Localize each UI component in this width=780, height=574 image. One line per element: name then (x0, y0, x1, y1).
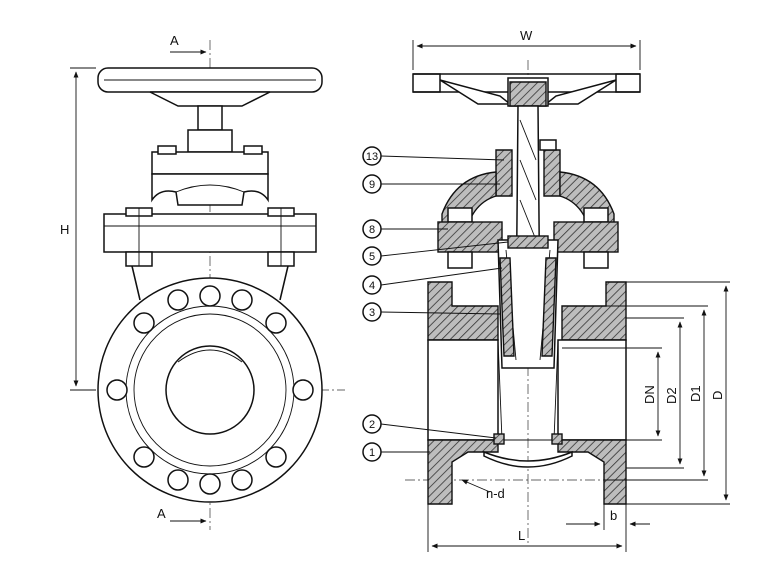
bonnet-flange-front (103, 213, 317, 253)
dim-d1-label: D1 (688, 385, 703, 402)
callout-13: 13 (362, 146, 505, 166)
dim-dn-label: DN (642, 385, 657, 404)
callout-5: 5 (362, 241, 509, 266)
dim-d-label: D (710, 391, 725, 400)
bore-circle (165, 345, 255, 435)
front-view: H A A (60, 33, 345, 530)
callout-2: 2 (362, 414, 497, 439)
svg-text:2: 2 (369, 419, 375, 431)
svg-text:13: 13 (366, 151, 378, 163)
dim-bolt-holes-label: n-d (486, 486, 505, 501)
dim-length-label: L (518, 528, 525, 543)
svg-text:5: 5 (369, 251, 375, 263)
section-mark-top: A (170, 33, 179, 48)
svg-text:9: 9 (369, 179, 375, 191)
callout-1: 1 (362, 442, 430, 462)
section-view: W (362, 28, 730, 552)
dim-b-label: b (610, 508, 617, 523)
bolt-holes (106, 285, 314, 495)
svg-text:1: 1 (369, 447, 375, 459)
callout-3: 3 (362, 302, 501, 322)
callout-8: 8 (362, 219, 448, 239)
svg-text:8: 8 (369, 224, 375, 236)
dim-d2-label: D2 (664, 387, 679, 404)
dim-height-label: H (60, 222, 69, 237)
callout-4: 4 (362, 267, 503, 295)
callout-9: 9 (362, 174, 500, 194)
body-flange-right (557, 439, 627, 505)
svg-text:3: 3 (369, 307, 375, 319)
svg-text:4: 4 (369, 280, 375, 292)
section-mark-bottom: A (157, 506, 166, 521)
dim-width-label: W (520, 28, 533, 43)
